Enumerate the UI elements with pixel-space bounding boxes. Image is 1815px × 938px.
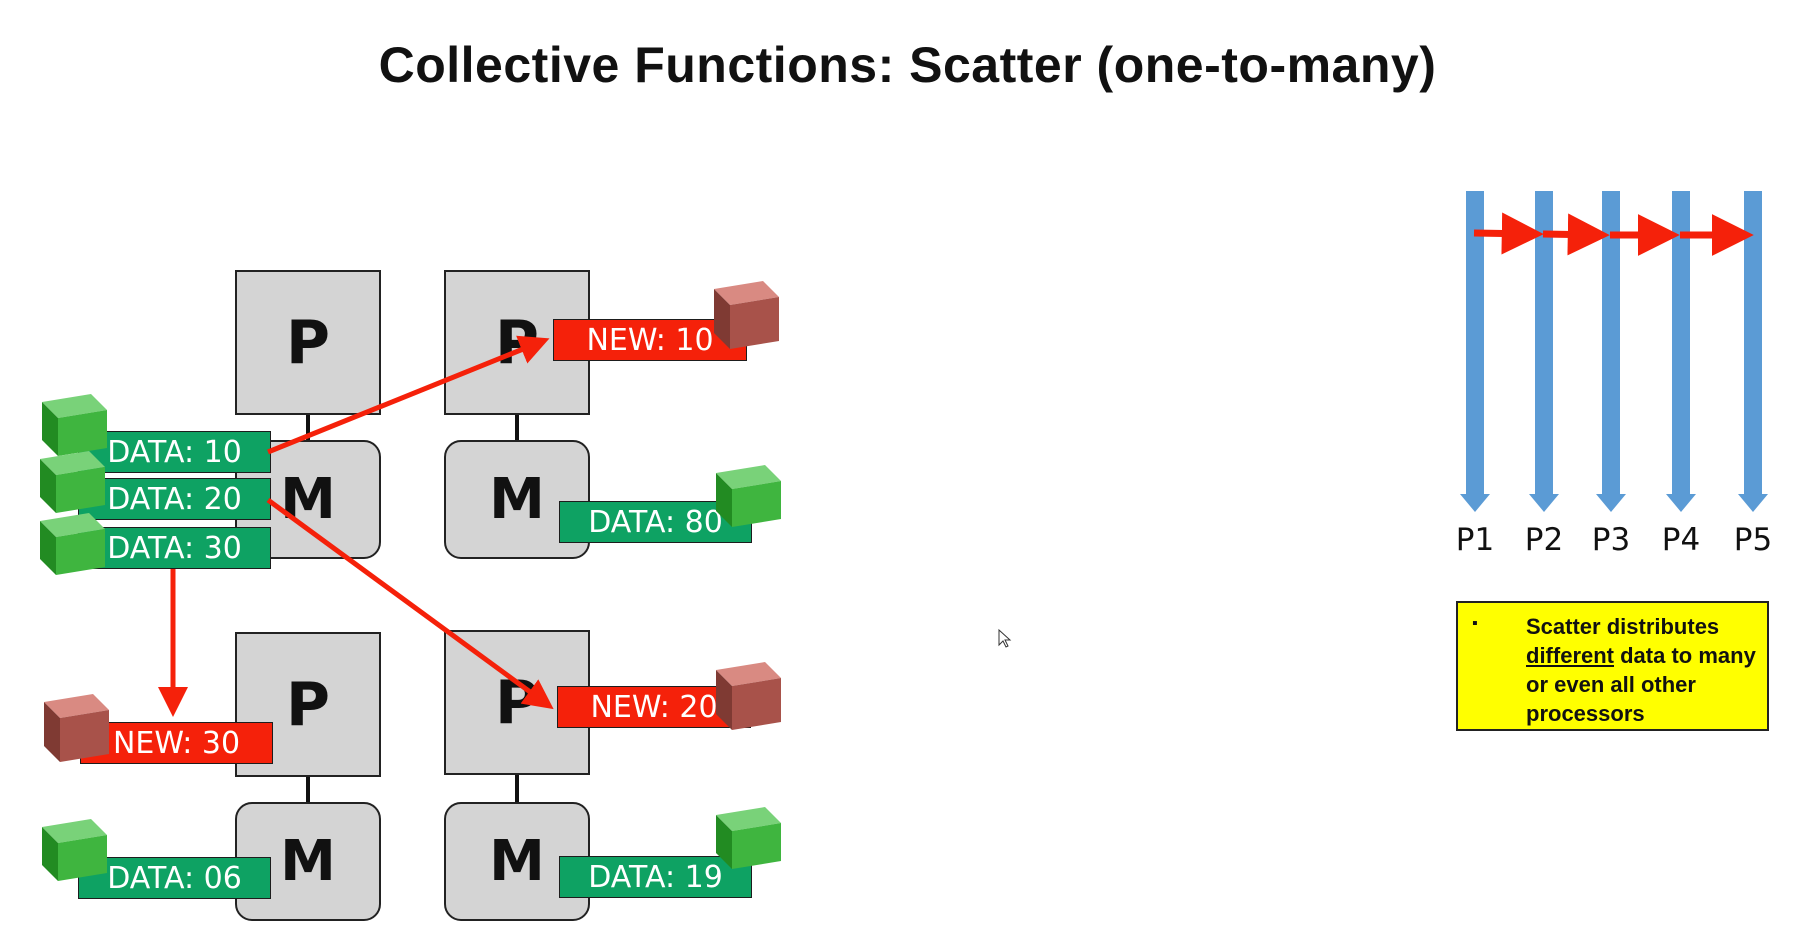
processor-label-tl: P: [286, 307, 330, 378]
slide-title: Collective Functions: Scatter (one-to-ma…: [378, 37, 1437, 93]
received-tag-bottom-left: NEW: 30: [80, 722, 273, 764]
memory-label-tl: M: [280, 467, 336, 532]
green-cube-icon-1: [42, 394, 107, 456]
source-data-tag-3: DATA: 30: [78, 527, 271, 569]
local-data-tag-bottom-left: DATA: 06: [78, 857, 271, 899]
scatter-arrow-to-p4: [266, 497, 554, 710]
red-cube-icon-1: [714, 281, 779, 349]
source-data-tag-2: DATA: 20: [78, 478, 271, 520]
green-cube-icon-5: [42, 819, 107, 881]
green-cube-icon-3: [40, 513, 105, 575]
memory-label-bl: M: [280, 829, 336, 894]
red-cube-icon-2: [716, 662, 781, 730]
process-label-p5: P5: [1733, 522, 1773, 558]
memory-label-br: M: [489, 829, 545, 894]
green-cube-icon-2: [40, 451, 105, 513]
note-emphasis: different: [1526, 643, 1614, 668]
memory-label-tr: M: [489, 467, 545, 532]
green-cube-icon-6: [716, 807, 781, 869]
red-cube-icon-3: [44, 694, 109, 762]
local-data-tag-bottom-right: DATA: 19: [559, 856, 752, 898]
scatter-arrows: [158, 335, 554, 718]
process-label-p4: P4: [1661, 522, 1701, 558]
source-data-tag-1: DATA: 10: [78, 431, 271, 473]
note-text-before: Scatter distributes: [1526, 614, 1720, 639]
scatter-arrow-to-p2: [267, 335, 550, 455]
processor-box-tl: [235, 270, 381, 415]
note-bullet: ▪: [1472, 615, 1478, 632]
process-timeline: [1460, 191, 1768, 512]
process-label-p3: P3: [1591, 522, 1631, 558]
processor-label-bl: P: [286, 669, 330, 740]
green-cube-icon-4: [716, 465, 781, 527]
process-label-p1: P1: [1455, 522, 1495, 558]
process-label-p2: P2: [1524, 522, 1564, 558]
scatter-send-arrows: [1473, 212, 1754, 256]
scatter-note: ▪ Scatter distributes different data to …: [1456, 601, 1769, 731]
note-text: Scatter distributes different data to ma…: [1526, 612, 1764, 728]
note-text-after: data to many or even all other processor…: [1526, 643, 1756, 726]
memory-box-tr: [444, 440, 590, 559]
mouse-cursor-icon: [998, 628, 1012, 648]
